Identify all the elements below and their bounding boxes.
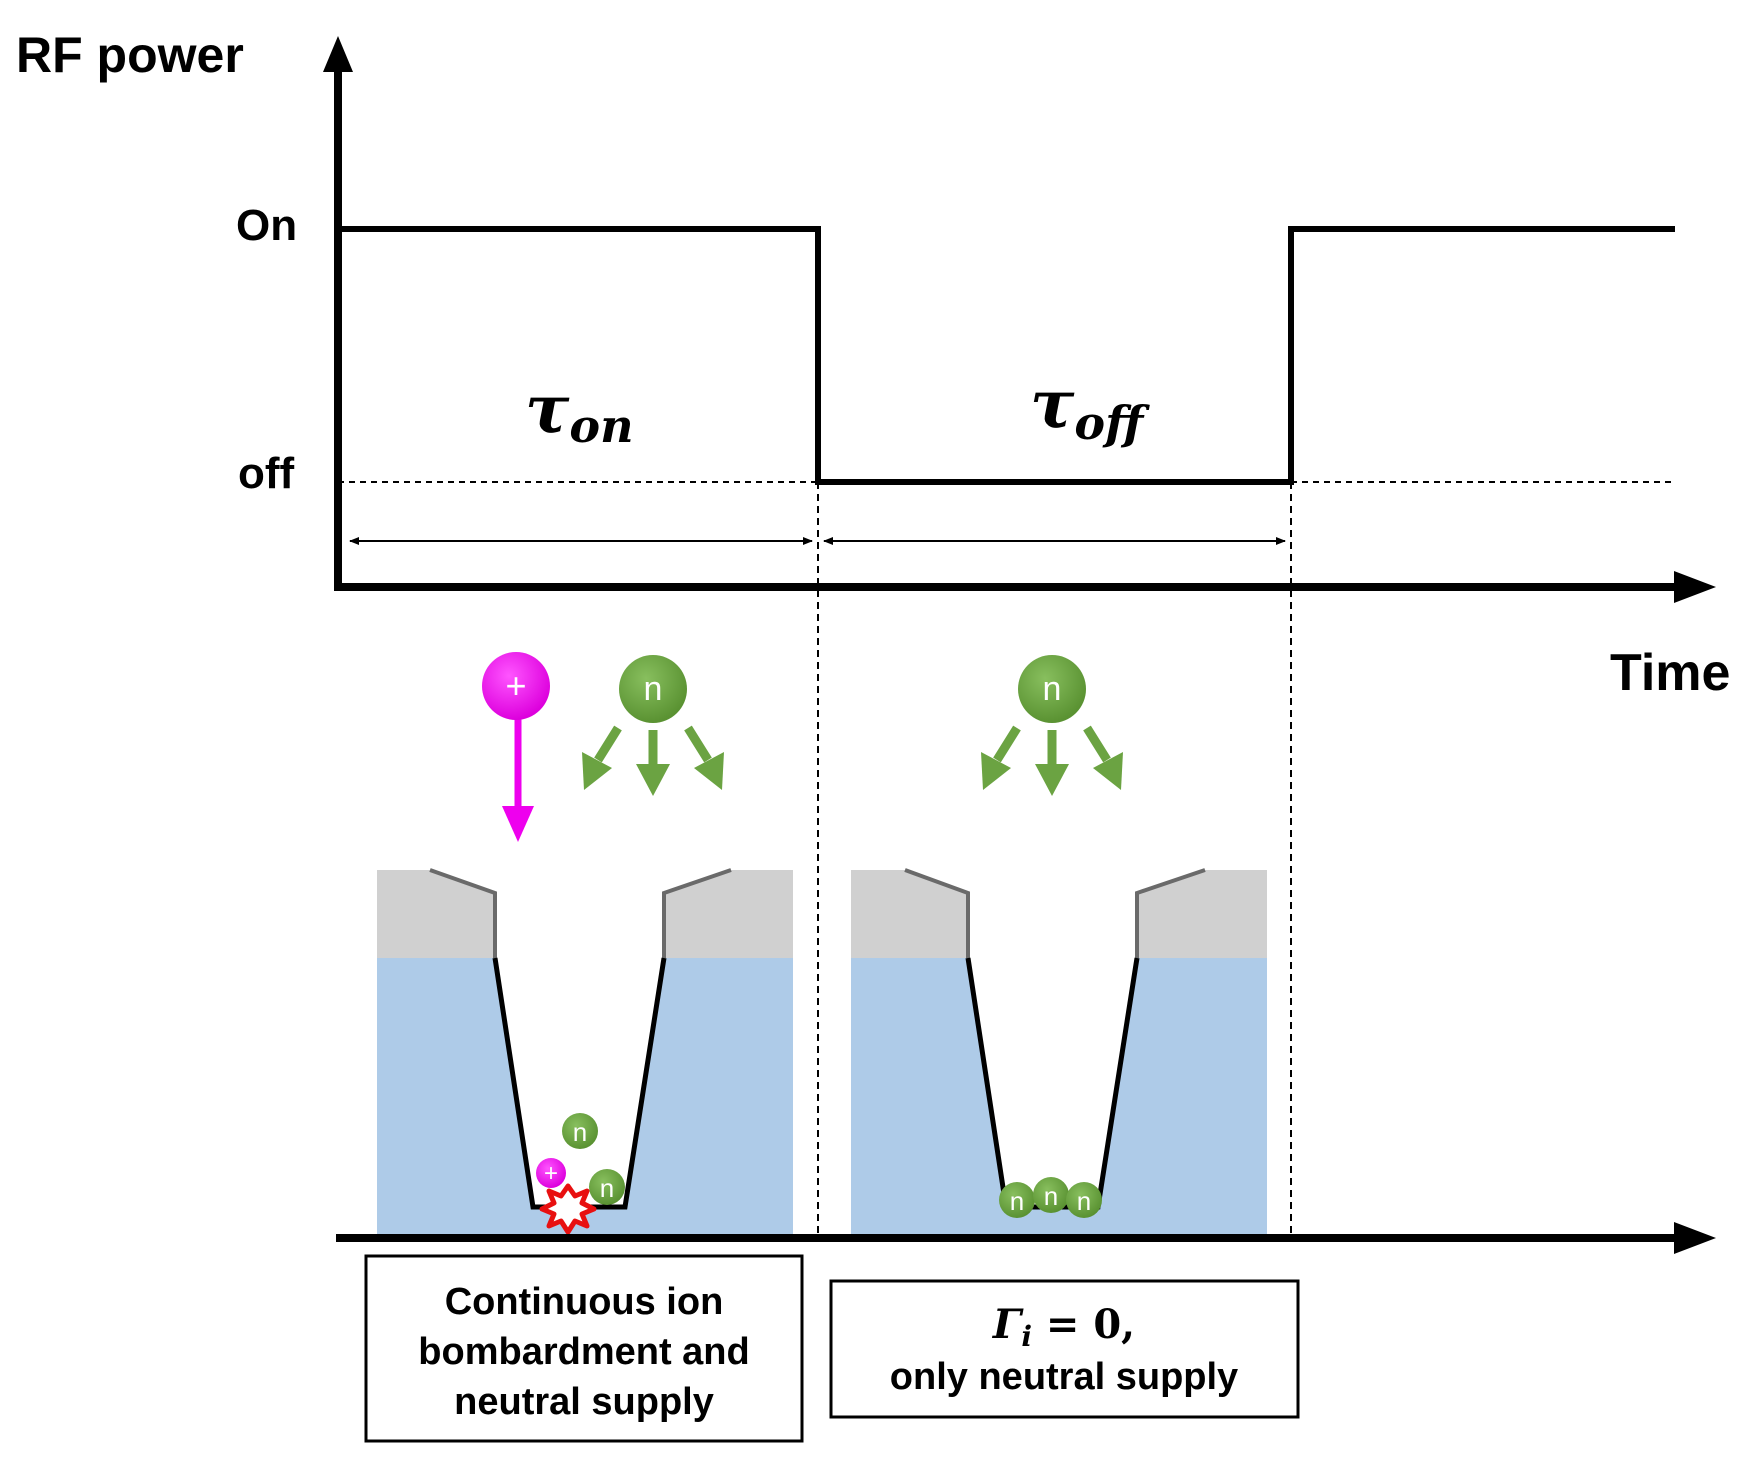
neutral-symbol: n — [644, 670, 663, 708]
caption-box-on — [364, 1254, 804, 1443]
on-level-label: On — [236, 201, 297, 250]
ion-flux-equation: Γi = 0, — [992, 1301, 1135, 1353]
mask-edge-left-on — [429, 868, 497, 958]
caption-on-line-1: Continuous ion — [445, 1281, 724, 1323]
mask-left-off — [851, 870, 968, 958]
caption-off-phase: Γi = 0, only neutral supply — [829, 1279, 1300, 1419]
caption-on-line-2: bombardment and — [418, 1331, 749, 1373]
neutral-particle: n — [589, 1169, 625, 1205]
ion-symbol: + — [505, 665, 526, 706]
tau-on-label: τon — [525, 370, 634, 453]
neutral-symbol: n — [600, 1173, 614, 1203]
neutral-particle: n — [1066, 1182, 1102, 1218]
neutral-symbol: n — [1043, 670, 1062, 708]
neutral-arrow-left — [594, 725, 622, 763]
neutral-particle: n — [562, 1113, 598, 1149]
caption-box-off — [829, 1279, 1300, 1419]
substrate-on — [377, 958, 793, 1238]
timing-chart: RF power On off Time τon τoff — [16, 27, 1730, 1235]
neutral-particle: n — [1033, 1177, 1069, 1213]
caption-on-line-3: neutral supply — [454, 1381, 714, 1423]
mask-edge-right-on — [662, 868, 732, 958]
mask-edge-left-off — [904, 868, 970, 958]
incoming-ion: + — [482, 652, 550, 842]
neutral-arrow-right — [684, 725, 712, 763]
caption-off-text: only neutral supply — [890, 1356, 1238, 1398]
impact-spark — [539, 1183, 597, 1235]
neutral-symbol: n — [1044, 1181, 1058, 1211]
y-axis-label: RF power — [16, 27, 244, 83]
ion-arrowhead — [502, 806, 534, 842]
neutral-arrowhead-down — [1035, 764, 1069, 796]
neutral-particle: n — [999, 1182, 1035, 1218]
ion-symbol: + — [544, 1160, 558, 1187]
neutral-symbol: n — [573, 1117, 587, 1147]
neutral-symbol: n — [1010, 1186, 1024, 1216]
baseline-arrowhead — [1674, 1222, 1716, 1254]
x-axis-label: Time — [1610, 644, 1730, 702]
tau-on-symbol: τ — [525, 370, 570, 448]
mask-right-off — [1137, 870, 1267, 958]
tau-off-label: τoff — [1030, 365, 1150, 450]
tau-on-subscript: on — [569, 399, 633, 453]
mask-edge-right-off — [1135, 868, 1206, 958]
trench-on-phase: n n + — [377, 868, 793, 1238]
ion-particle: + — [536, 1158, 566, 1188]
substrate-off — [851, 958, 1267, 1238]
flux-equation: = 0, — [1032, 1301, 1135, 1348]
tau-off-symbol: τ — [1030, 365, 1075, 443]
neutral-arrow-right — [1083, 725, 1111, 763]
flux-symbol: Γ — [992, 1301, 1024, 1348]
neutral-arrowhead-right — [694, 752, 724, 790]
tau-off-subscript: off — [1074, 396, 1150, 450]
y-axis-arrowhead — [323, 36, 353, 72]
trench-off-phase: n n n — [851, 868, 1267, 1238]
neutral-arrowhead-down — [636, 764, 670, 796]
neutral-symbol: n — [1077, 1186, 1091, 1216]
neutral-arrowhead-left — [582, 752, 612, 790]
mask-left-on — [377, 870, 495, 958]
mask-right-on — [664, 870, 793, 958]
off-level-label: off — [238, 449, 295, 498]
flux-subscript: i — [1021, 1320, 1032, 1353]
neutral-arrowhead-right — [1093, 752, 1123, 790]
neutral-arrowhead-left — [981, 752, 1011, 790]
neutral-arrow-left — [993, 725, 1021, 763]
incoming-neutral-on: n — [582, 655, 724, 796]
incoming-neutral-off: n — [981, 655, 1123, 796]
x-axis-arrowhead — [1674, 571, 1716, 603]
pulse-waveform — [338, 226, 1675, 485]
caption-on-phase: Continuous ion bombardment and neutral s… — [364, 1254, 804, 1443]
